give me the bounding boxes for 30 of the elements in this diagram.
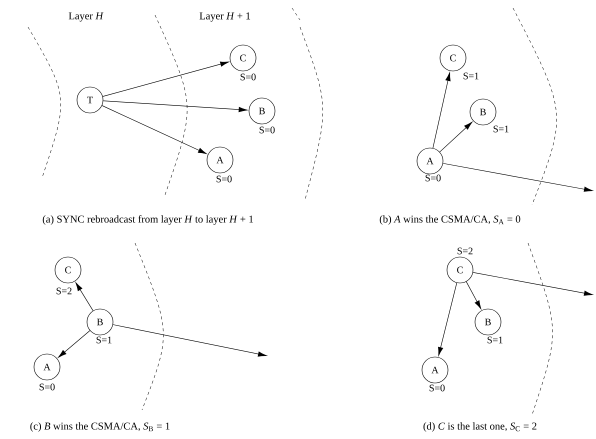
arrow (58, 330, 90, 358)
subfigure-caption: (a) SYNC rebroadcast from layer H to layer H + 1 (42, 215, 254, 225)
arrow (112, 324, 267, 357)
slot-label: S=1 (464, 72, 478, 80)
slot-label: S=2 (458, 248, 473, 254)
arrow (76, 282, 94, 311)
arrow (442, 163, 593, 192)
subfigure-caption: (b) A wins the CSMA/CA, S$_{A}$ = 0 (380, 215, 520, 225)
arrow (466, 281, 482, 310)
arrow (439, 122, 472, 152)
layer-label: Layer H (68, 12, 104, 22)
slot-label: S=0 (426, 174, 441, 182)
arrow (432, 72, 451, 148)
slot-label: S=1 (488, 336, 502, 344)
slot-label: S=1 (96, 336, 112, 344)
slot-label: S=0 (260, 126, 275, 134)
slot-label: S=0 (40, 384, 55, 390)
slot-label: S=0 (240, 74, 256, 80)
layer-label: Layer H + 1 (200, 12, 250, 22)
subfigure-caption: (d) C is the last one, S$_{C}$ = 2 (424, 422, 536, 432)
slot-label: S=0 (430, 384, 445, 392)
arrow (472, 272, 593, 296)
arrow (102, 105, 207, 154)
slot-label: S=1 (494, 126, 508, 132)
slot-label: S=2 (56, 288, 72, 294)
arrow (102, 62, 229, 97)
arrow (438, 282, 458, 356)
arrow (102, 100, 248, 112)
subfigure-caption: (c) B wins the CSMA/CA, S$_{B}$ = 1 (30, 422, 170, 432)
slot-label: S=0 (216, 176, 232, 182)
